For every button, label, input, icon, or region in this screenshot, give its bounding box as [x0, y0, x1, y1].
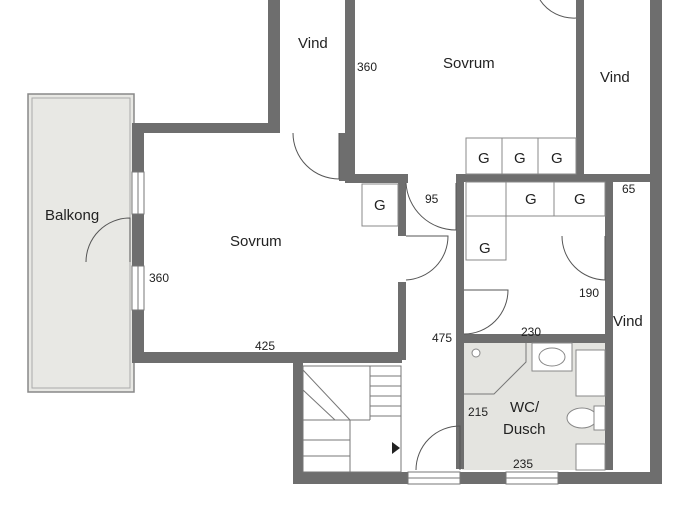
dimension-label: 475	[432, 331, 452, 345]
room-label-vind-top-left: Vind	[298, 35, 328, 52]
staircase	[302, 365, 402, 473]
closet-label: G	[479, 240, 491, 257]
closet-label: G	[574, 191, 586, 208]
windows	[131, 171, 559, 485]
dimension-label: 190	[579, 286, 599, 300]
room-label-vind-right: Vind	[613, 313, 643, 330]
closets	[361, 137, 606, 261]
closet-label: G	[551, 150, 563, 167]
dimension-label: 425	[255, 339, 275, 353]
dimension-label: 360	[357, 60, 377, 74]
balcony-area	[27, 93, 135, 393]
closet-label: G	[374, 197, 386, 214]
room-label-sovrum-top: Sovrum	[443, 55, 495, 72]
dimension-label: 65	[622, 182, 636, 196]
walls	[132, 0, 662, 484]
dimension-label: 230	[521, 325, 541, 339]
bathroom-fixtures	[464, 342, 606, 471]
dimension-label: 235	[513, 457, 533, 471]
room-label-dusch: Dusch	[503, 421, 546, 438]
closet-label: G	[478, 150, 490, 167]
dimension-label: 95	[425, 192, 439, 206]
dimension-label: 215	[468, 405, 488, 419]
room-label-sovrum-main: Sovrum	[230, 233, 282, 250]
room-label-wc: WC/	[510, 399, 540, 416]
room-label-balkong: Balkong	[45, 207, 99, 224]
closet-label: G	[514, 150, 526, 167]
doors	[85, 0, 606, 471]
room-label-vind-top-right: Vind	[600, 69, 630, 86]
dimension-label: 360	[149, 271, 169, 285]
closet-label: G	[525, 191, 537, 208]
